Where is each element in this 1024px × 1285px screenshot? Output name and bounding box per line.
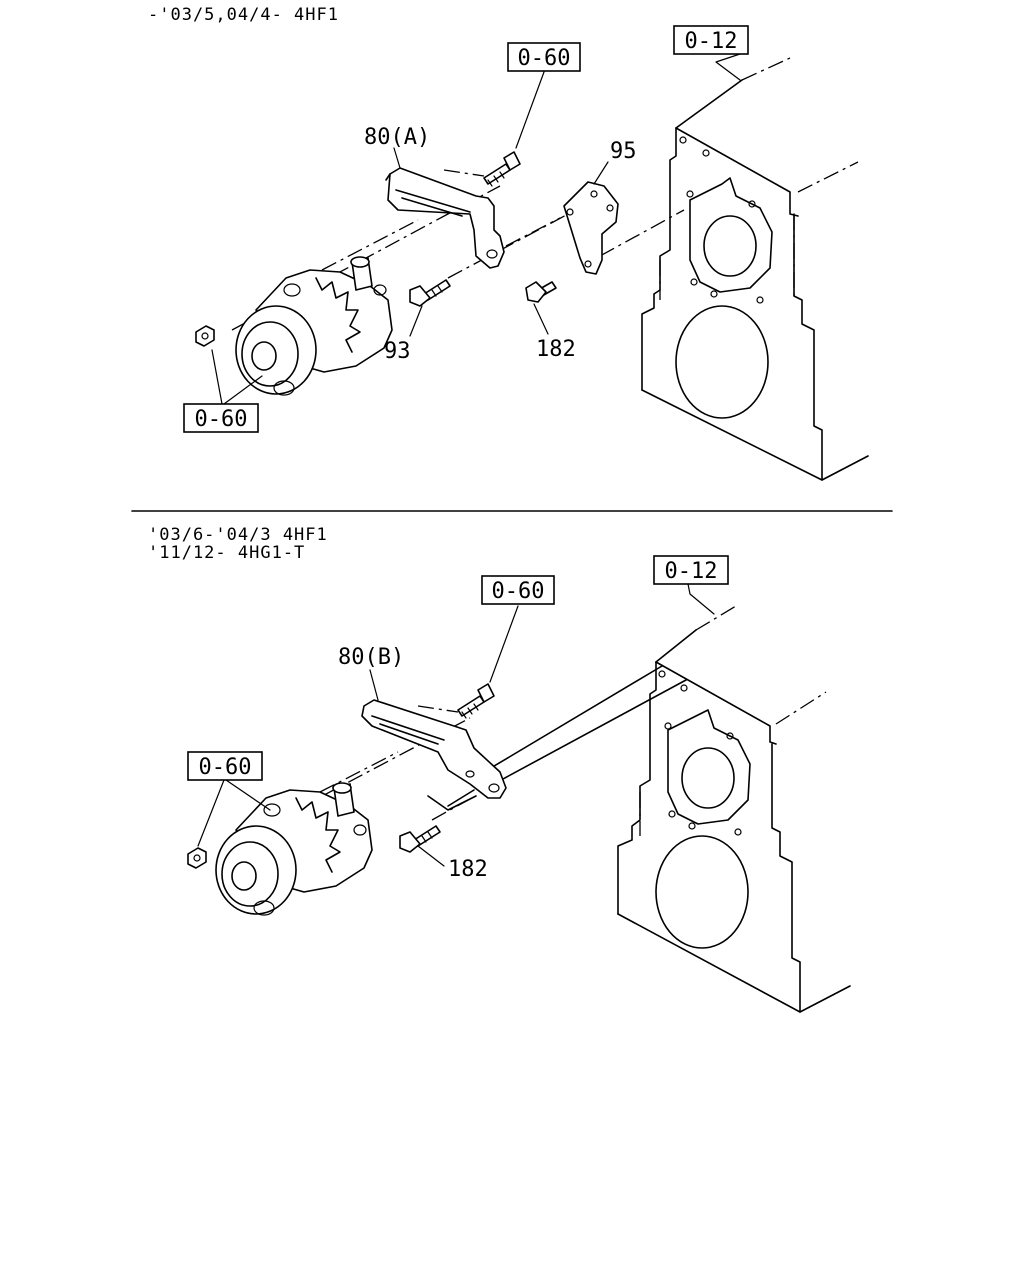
top-nut-ref-label: 0-60 [195, 407, 248, 432]
bottom-engine-ref-label: 0-12 [665, 559, 718, 584]
bottom-header-line-2: '11/12- 4HG1-T [148, 543, 305, 563]
top-bolt-93 [409, 279, 451, 307]
top-bolt-ref-box [507, 42, 581, 72]
top-bolt-182 [525, 281, 557, 303]
bottom-header-line-1: '03/6-'04/3 4HF1 [148, 525, 328, 545]
top-engine-block [641, 57, 869, 481]
top-bolt-93-label: 93 [384, 339, 411, 364]
bottom-bolt-182 [399, 825, 441, 853]
top-bolt-ref-label: 0-60 [518, 46, 571, 71]
top-bolt-182-label: 182 [536, 337, 576, 362]
top-nut-ref-box [183, 403, 259, 433]
bottom-engine-block [617, 605, 851, 1013]
bottom-alternator [187, 782, 373, 916]
top-plate-95 [563, 181, 619, 275]
top-section: -'03/5,04/4- 4HF1 [148, 5, 869, 481]
bottom-bolt-ref-label: 0-60 [492, 579, 545, 604]
top-engine-ref-label: 0-12 [685, 29, 738, 54]
bottom-bolt-upper [457, 683, 495, 719]
top-alternator [195, 256, 393, 396]
bottom-section: '03/6-'04/3 4HF1 '11/12- 4HG1-T [148, 525, 851, 1013]
top-plate-label: 95 [610, 139, 637, 164]
top-bracket-label: 80(A) [364, 125, 430, 150]
bottom-bolt-182-label: 182 [448, 857, 488, 882]
bottom-nut-ref-box [187, 751, 263, 781]
bottom-bolt-ref-box [481, 575, 555, 605]
bottom-bracket-80b [361, 699, 507, 811]
top-engine-ref-box [673, 25, 749, 55]
bottom-bracket-label: 80(B) [338, 645, 404, 670]
top-bolt-upper [483, 151, 521, 187]
top-header-line-1: -'03/5,04/4- 4HF1 [148, 5, 339, 25]
top-bracket-80a [385, 167, 505, 269]
bottom-engine-ref-box [653, 555, 729, 585]
bottom-nut-ref-label: 0-60 [199, 755, 252, 780]
